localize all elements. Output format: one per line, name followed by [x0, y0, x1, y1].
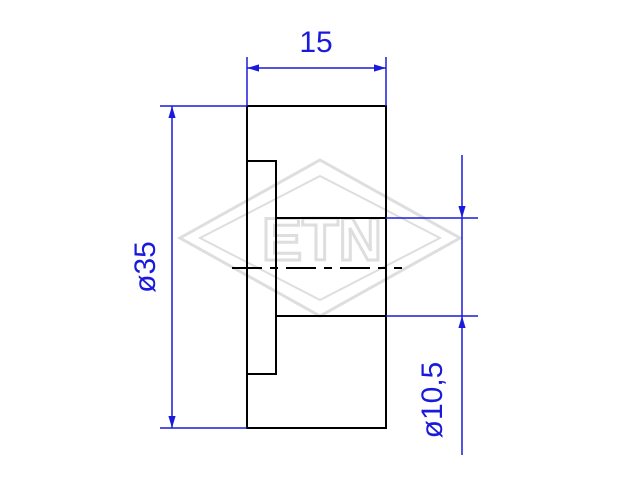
- width-dimension-text: 15: [299, 26, 332, 59]
- width-dimension: 15: [247, 26, 386, 72]
- bore-diameter-dimension-text: ø10,5: [416, 362, 449, 439]
- watermark-text: ETN: [262, 206, 382, 273]
- outer-diameter-dimension-text: ø35: [129, 241, 162, 293]
- bore-diameter-dimension: ø10,5: [416, 155, 466, 455]
- watermark-logo: ETN: [176, 158, 464, 318]
- outer-diameter-dimension: ø35: [129, 106, 176, 428]
